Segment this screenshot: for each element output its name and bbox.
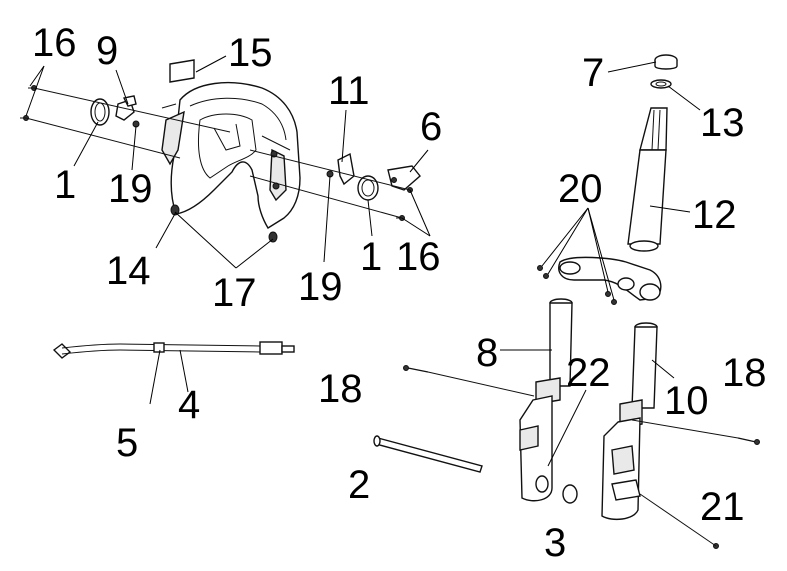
callout-17: 17 (212, 271, 257, 315)
left-fork-leg (519, 298, 573, 502)
callout-1-right: 1 (360, 235, 382, 279)
axle-spacer (562, 484, 578, 504)
callout-16-right: 16 (396, 235, 441, 279)
callout-14: 14 (106, 249, 151, 293)
callout-16-top-left: 16 (32, 21, 77, 65)
callout-7: 7 (582, 51, 604, 95)
callout-15: 15 (228, 31, 273, 75)
callout-10: 10 (664, 379, 709, 423)
callout-5: 5 (116, 421, 138, 465)
callout-12: 12 (692, 193, 737, 237)
callout-9: 9 (96, 29, 118, 73)
lower-triple-clamp (537, 256, 662, 305)
right-fork-leg (601, 322, 658, 521)
callout-3: 3 (544, 521, 566, 565)
leader-lines (25, 55, 701, 467)
callout-labels: 16 9 15 11 6 1 19 14 17 19 1 16 7 13 20 … (32, 21, 767, 565)
callout-8: 8 (476, 331, 498, 375)
front-axle (375, 437, 483, 473)
callout-18-left: 18 (318, 367, 363, 411)
callout-19-right: 19 (298, 265, 343, 309)
callout-13: 13 (700, 101, 745, 145)
callout-21: 21 (700, 485, 745, 529)
callout-22: 22 (566, 351, 611, 395)
pinch-bolts (403, 365, 760, 549)
steering-stem (627, 54, 678, 252)
assembly-lines (25, 87, 411, 219)
fender-nuts (170, 204, 278, 243)
callout-20: 20 (558, 167, 603, 211)
front-fender (161, 82, 301, 229)
callout-19-left: 19 (108, 167, 153, 211)
speedometer-cable (52, 341, 295, 359)
callout-2: 2 (348, 463, 370, 507)
label-plate-15 (169, 59, 195, 83)
callout-6: 6 (420, 105, 442, 149)
callout-18-right: 18 (722, 351, 767, 395)
callout-1-left: 1 (54, 163, 76, 207)
callout-4: 4 (178, 383, 200, 427)
callout-11: 11 (328, 69, 370, 113)
